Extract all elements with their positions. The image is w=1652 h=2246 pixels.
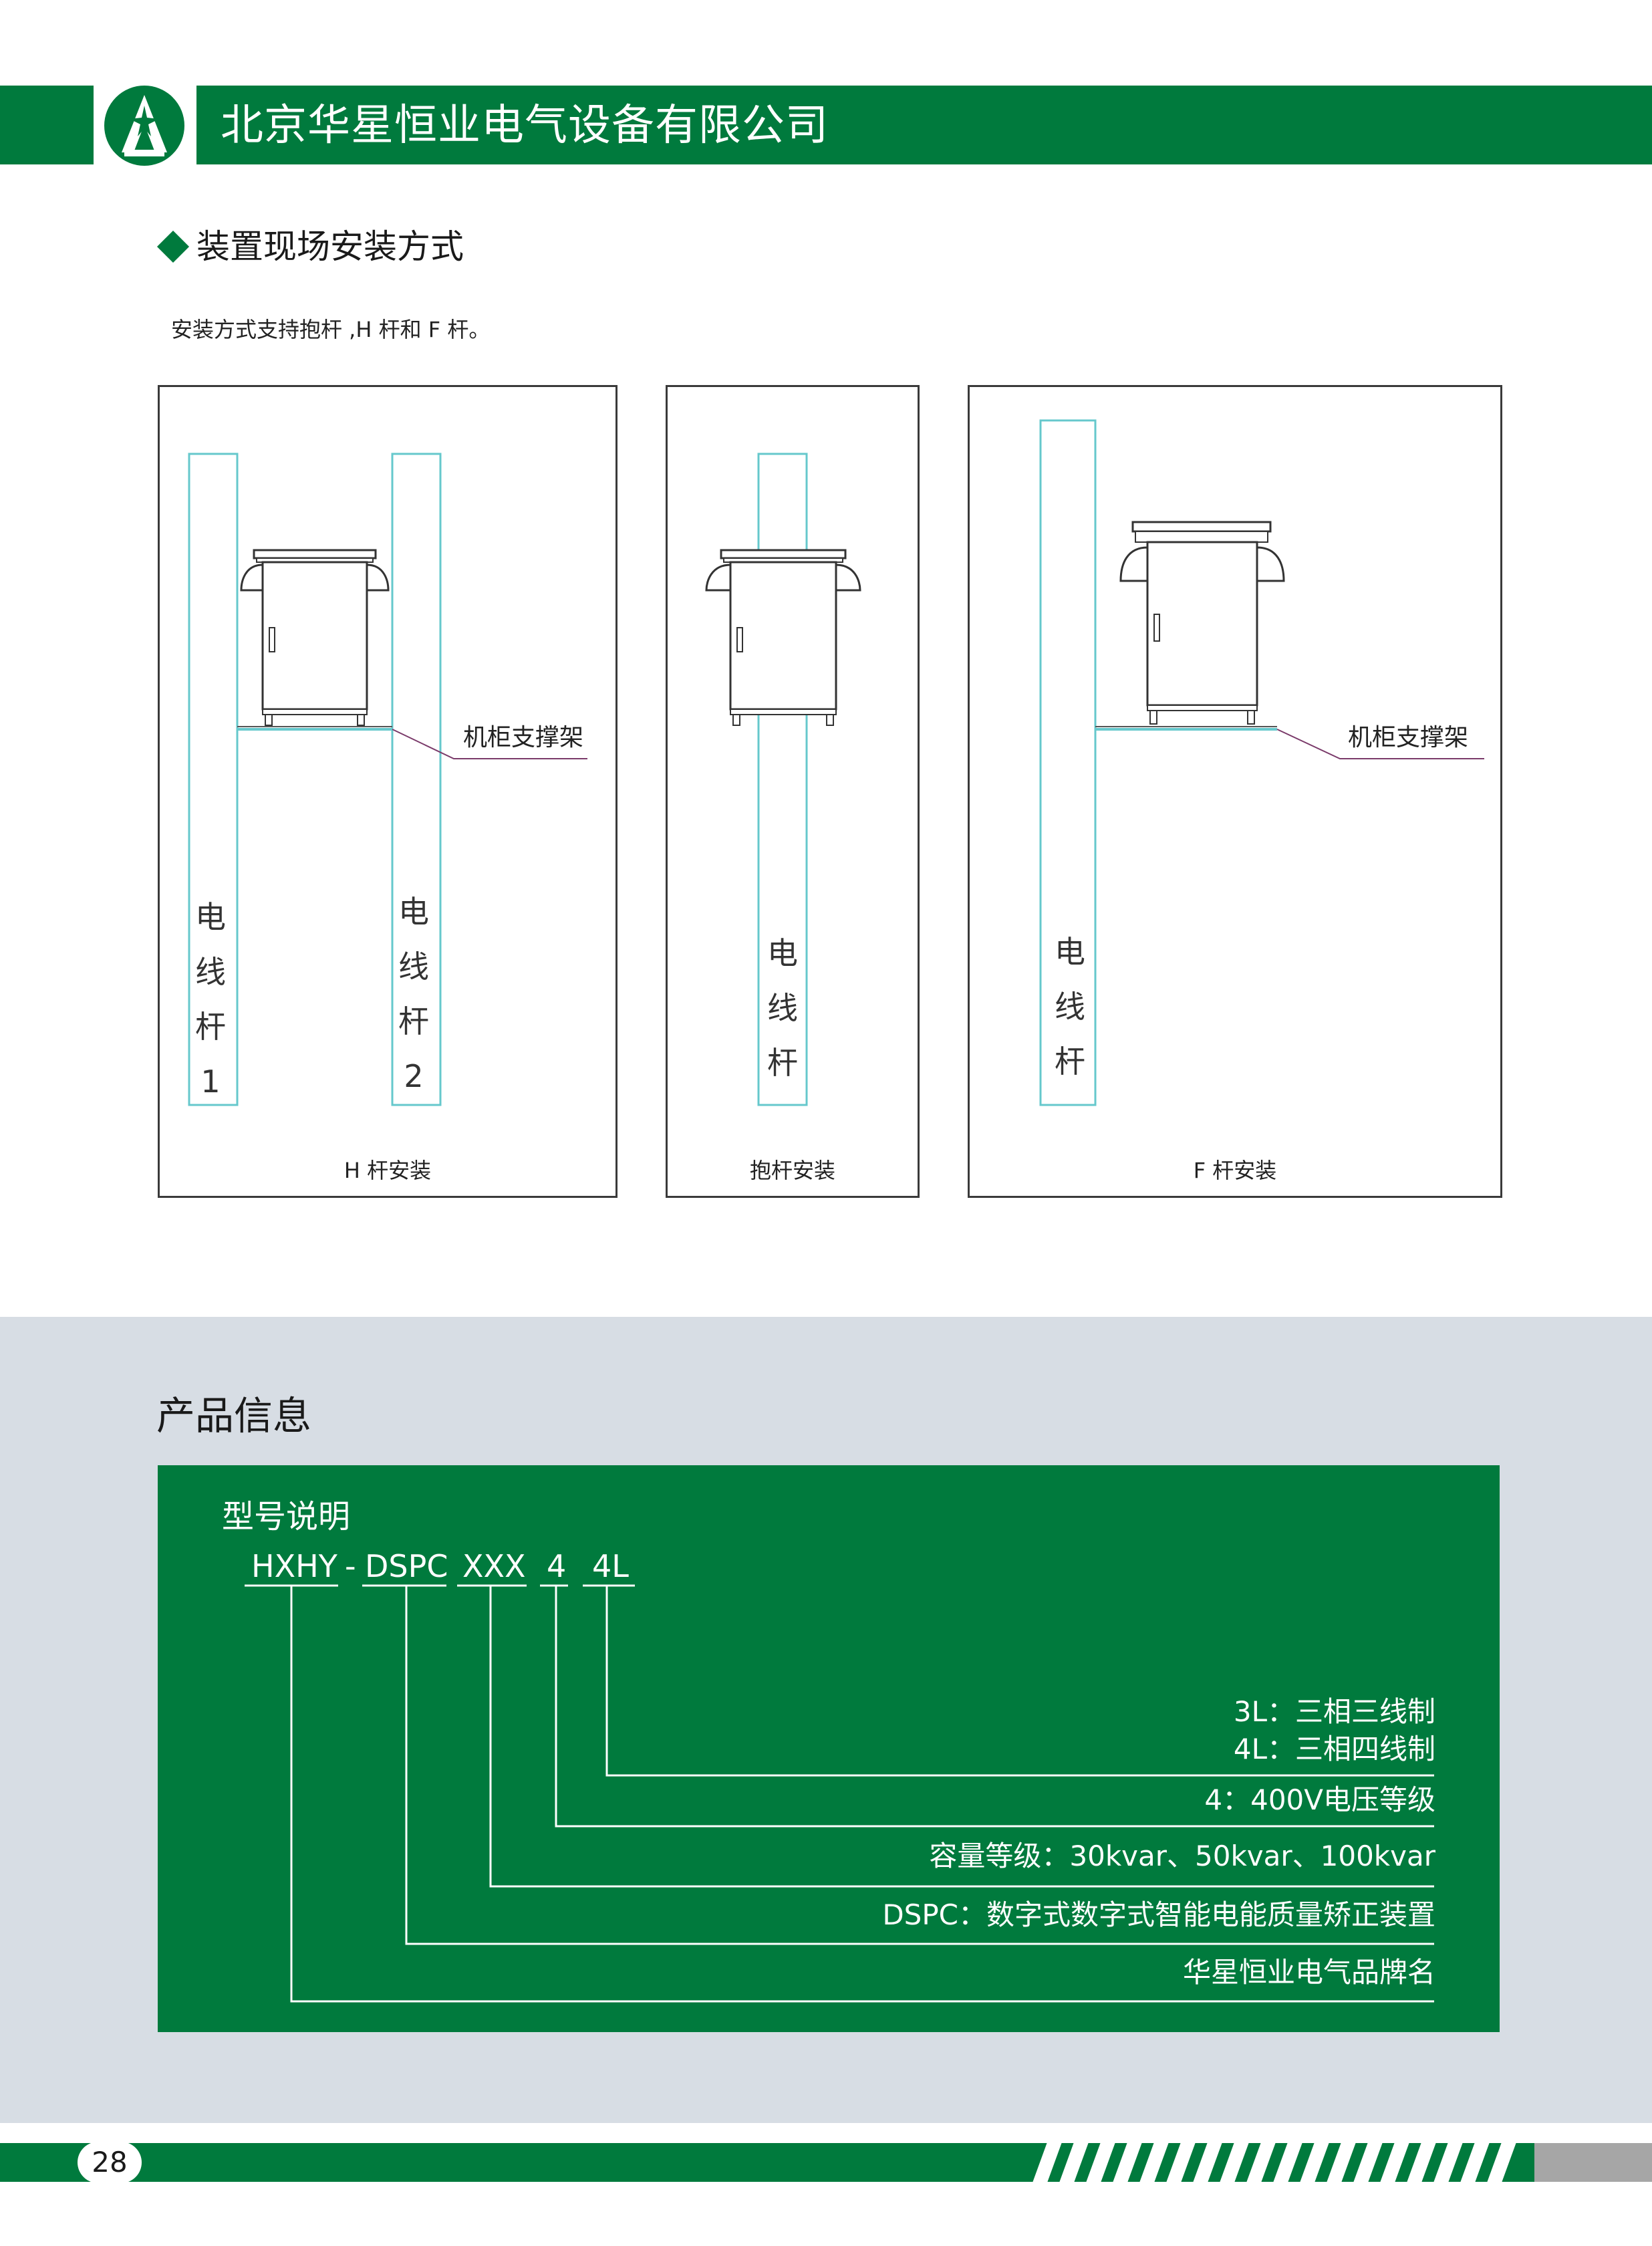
section-title: 装置现场安装方式 <box>196 227 464 266</box>
pole-2-label: 电 线 杆 2 <box>398 894 429 1094</box>
h-pole-caption: H 杆安装 <box>343 1158 432 1183</box>
pole-1-label: 电 线 杆 1 <box>195 899 226 1100</box>
company-name: 北京华星恒业电气设备有限公司 <box>221 101 829 150</box>
f-pole-drawing <box>1039 419 1484 1106</box>
legend-brand: 华星恒业电气品牌名 <box>1182 1956 1435 1989</box>
hug-pole-panel: 电 线 杆 抱杆安装 <box>666 385 920 1198</box>
model-explanation-box <box>158 1465 1500 2032</box>
legend-wiring-4l: 4L：三相四线制 <box>1233 1733 1435 1765</box>
legend-capacity: 容量等级：30kvar、50kvar、100kvar <box>929 1840 1435 1872</box>
code-part-capacity: XXX <box>462 1548 526 1584</box>
code-part-brand: HXHY <box>251 1548 337 1584</box>
header-bar <box>0 86 1652 164</box>
page-number: 28 <box>92 2146 128 2178</box>
footer-grey-block <box>1534 2143 1652 2182</box>
intro-text: 安装方式支持抱杆 ,H 杆和 F 杆。 <box>171 317 491 342</box>
code-part-wiring: 4L <box>592 1548 629 1584</box>
legend-dspc: DSPC：数字式数字式智能电能质量矫正装置 <box>882 1898 1435 1931</box>
h-pole-panel: 电 线 杆 1 电 线 杆 2 机柜支撑架 H 杆安装 <box>158 385 617 1198</box>
code-part-voltage: 4 <box>547 1548 567 1584</box>
f-bracket-label: 机柜支撑架 <box>1348 724 1469 751</box>
brand-star-logo-icon <box>100 82 188 170</box>
legend-wiring-3l: 3L：三相三线制 <box>1233 1695 1435 1728</box>
legend-voltage: 4：400V电压等级 <box>1204 1783 1435 1816</box>
f-pole-label: 电 线 杆 <box>1055 934 1085 1080</box>
model-code-connector-lines <box>245 1584 1434 2003</box>
code-dash: - <box>345 1548 356 1584</box>
h-pole-drawing <box>188 453 587 1106</box>
f-pole-panel: 电 线 杆 机柜支撑架 F 杆安装 <box>968 385 1502 1198</box>
model-title: 型号说明 <box>222 1498 351 1535</box>
page-number-pill <box>78 2142 142 2183</box>
hug-pole-label: 电 线 杆 <box>767 935 798 1081</box>
hug-pole-caption: 抱杆安装 <box>749 1158 835 1183</box>
f-pole-caption: F 杆安装 <box>1193 1158 1277 1183</box>
hug-pole-drawing <box>705 453 861 1106</box>
product-info-title: 产品信息 <box>156 1393 312 1439</box>
bracket-label: 机柜支撑架 <box>463 724 584 751</box>
code-part-dspc: DSPC <box>365 1548 448 1584</box>
